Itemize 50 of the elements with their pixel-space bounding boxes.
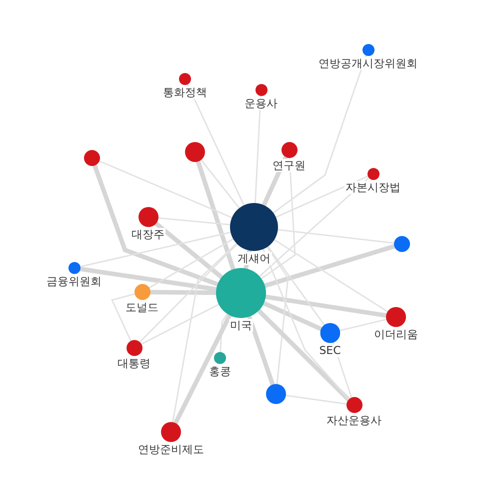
- node-label: 통화정책: [162, 86, 208, 99]
- connector-line: [285, 394, 347, 405]
- connector-line: [258, 177, 370, 277]
- connector-line: [339, 318, 387, 332]
- node-label: 연방준비제도: [137, 443, 205, 456]
- connector-line: [266, 246, 289, 385]
- node-label: SEC: [318, 344, 342, 357]
- node-label: 이더리움: [373, 328, 419, 341]
- connector-line: [332, 342, 352, 398]
- connector-line: [254, 95, 262, 204]
- connector-line: [78, 266, 219, 292]
- node-label: 연구원: [272, 159, 306, 172]
- connector-line: [173, 313, 232, 426]
- connector-line: [138, 243, 238, 343]
- connector-line: [274, 239, 388, 312]
- node-label: 게섀어: [236, 252, 272, 265]
- connector-line: [260, 157, 296, 280]
- connector-line: [263, 294, 388, 318]
- connector-line: [267, 246, 325, 326]
- node-label: 대장주: [130, 228, 166, 241]
- connector-line: [172, 242, 238, 423]
- node-label: 금융위원회: [46, 275, 102, 288]
- connector-line: [79, 232, 232, 268]
- connector-line: [196, 159, 236, 272]
- connector-line: [157, 217, 231, 226]
- connector-line: [272, 55, 367, 214]
- node-label: 대통령: [116, 357, 152, 370]
- node-label: 홍콩: [208, 365, 232, 378]
- connector-line: [148, 290, 218, 295]
- connector-line: [92, 163, 220, 287]
- connector-line: [98, 160, 233, 218]
- node-label: 운용사: [244, 97, 278, 110]
- connector-line: [256, 308, 351, 402]
- connector-line: [246, 314, 275, 387]
- connector-line: [200, 159, 240, 209]
- connector-line: [275, 176, 368, 218]
- connector-line: [148, 238, 234, 289]
- node-label: 자본시장법: [344, 181, 402, 194]
- node-label: 연방공개시장위원회: [318, 57, 418, 70]
- node-label: 도널드: [124, 301, 160, 314]
- connector-line: [262, 300, 324, 332]
- connector-line: [277, 229, 395, 244]
- connector-line: [262, 244, 397, 288]
- connector-line: [153, 221, 224, 280]
- connector-line: [262, 248, 350, 400]
- node-label: 자산운용사: [326, 414, 382, 427]
- connector-line: [111, 293, 135, 342]
- connector-line: [140, 304, 220, 345]
- connector-line: [186, 84, 245, 206]
- node-label: 미국: [229, 319, 253, 332]
